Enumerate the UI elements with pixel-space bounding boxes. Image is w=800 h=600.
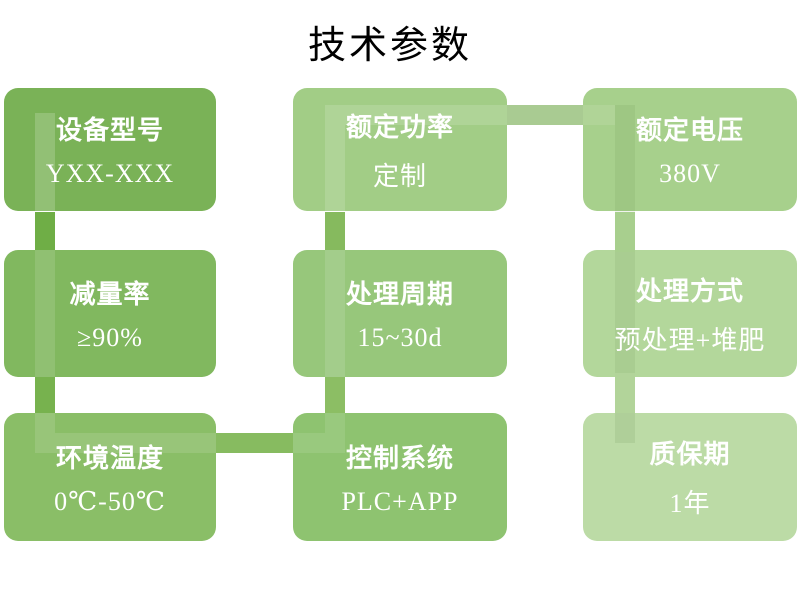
flow-connector-segment (293, 433, 325, 453)
param-box-warranty-period: 质保期 1年 (583, 413, 797, 541)
flow-connector-segment (615, 105, 635, 212)
param-label: 处理周期 (345, 280, 454, 309)
param-value: 1年 (669, 489, 711, 518)
param-label: 处理方式 (635, 276, 744, 306)
page-title: 技术参数 (307, 25, 472, 67)
flow-connector-segment (35, 212, 55, 250)
param-value: 15~30d (357, 323, 443, 352)
param-box-control-system: 控制系统 PLC+APP (293, 413, 507, 541)
param-box-processing-cycle: 处理周期 15~30d (293, 250, 507, 377)
flow-connector-segment (615, 373, 635, 413)
flow-connector-segment (583, 105, 615, 125)
flow-connector-segment (507, 105, 583, 125)
flow-connector-segment (615, 252, 635, 373)
param-label: 减量率 (69, 280, 151, 309)
param-box-device-model: 设备型号 YXX-XXX (4, 88, 216, 211)
param-value: PLC+APP (341, 486, 459, 516)
flow-connector-segment (55, 433, 216, 453)
flow-connector-segment (615, 413, 635, 443)
param-label: 设备型号 (55, 116, 164, 145)
param-value: 定制 (372, 161, 427, 191)
flow-connector-segment (35, 413, 55, 453)
flow-connector-segment (35, 113, 55, 212)
flow-connector-segment (35, 377, 55, 413)
param-label: 额定电压 (635, 116, 744, 145)
param-box-rated-voltage: 额定电压 380V (583, 88, 797, 211)
param-value: 0℃-50℃ (54, 486, 166, 516)
param-box-reduction-rate: 减量率 ≥90% (4, 250, 216, 377)
flow-connector-segment (615, 212, 635, 252)
param-label: 质保期 (649, 440, 731, 469)
param-value: YXX-XXX (45, 159, 175, 188)
param-value: ≥90% (77, 323, 143, 352)
param-box-ambient-temperature: 环境温度 0℃-50℃ (4, 413, 216, 541)
flow-connector-segment (216, 433, 293, 453)
flow-connector-segment (325, 377, 345, 413)
param-label: 额定功率 (345, 112, 454, 142)
param-label: 环境温度 (55, 443, 164, 473)
flow-connector-segment (35, 250, 55, 377)
flow-connector-segment (325, 212, 345, 250)
flow-connector-segment (325, 125, 345, 212)
param-box-rated-power: 额定功率 定制 (293, 88, 507, 211)
flow-connector-segment (325, 413, 345, 453)
flow-connector-segment (325, 105, 507, 125)
param-value: 380V (659, 159, 721, 188)
flow-connector-segment (325, 250, 345, 377)
param-box-processing-method: 处理方式 预处理+堆肥 (583, 250, 797, 377)
param-value: 预处理+堆肥 (614, 325, 766, 355)
param-label: 控制系统 (345, 443, 454, 473)
